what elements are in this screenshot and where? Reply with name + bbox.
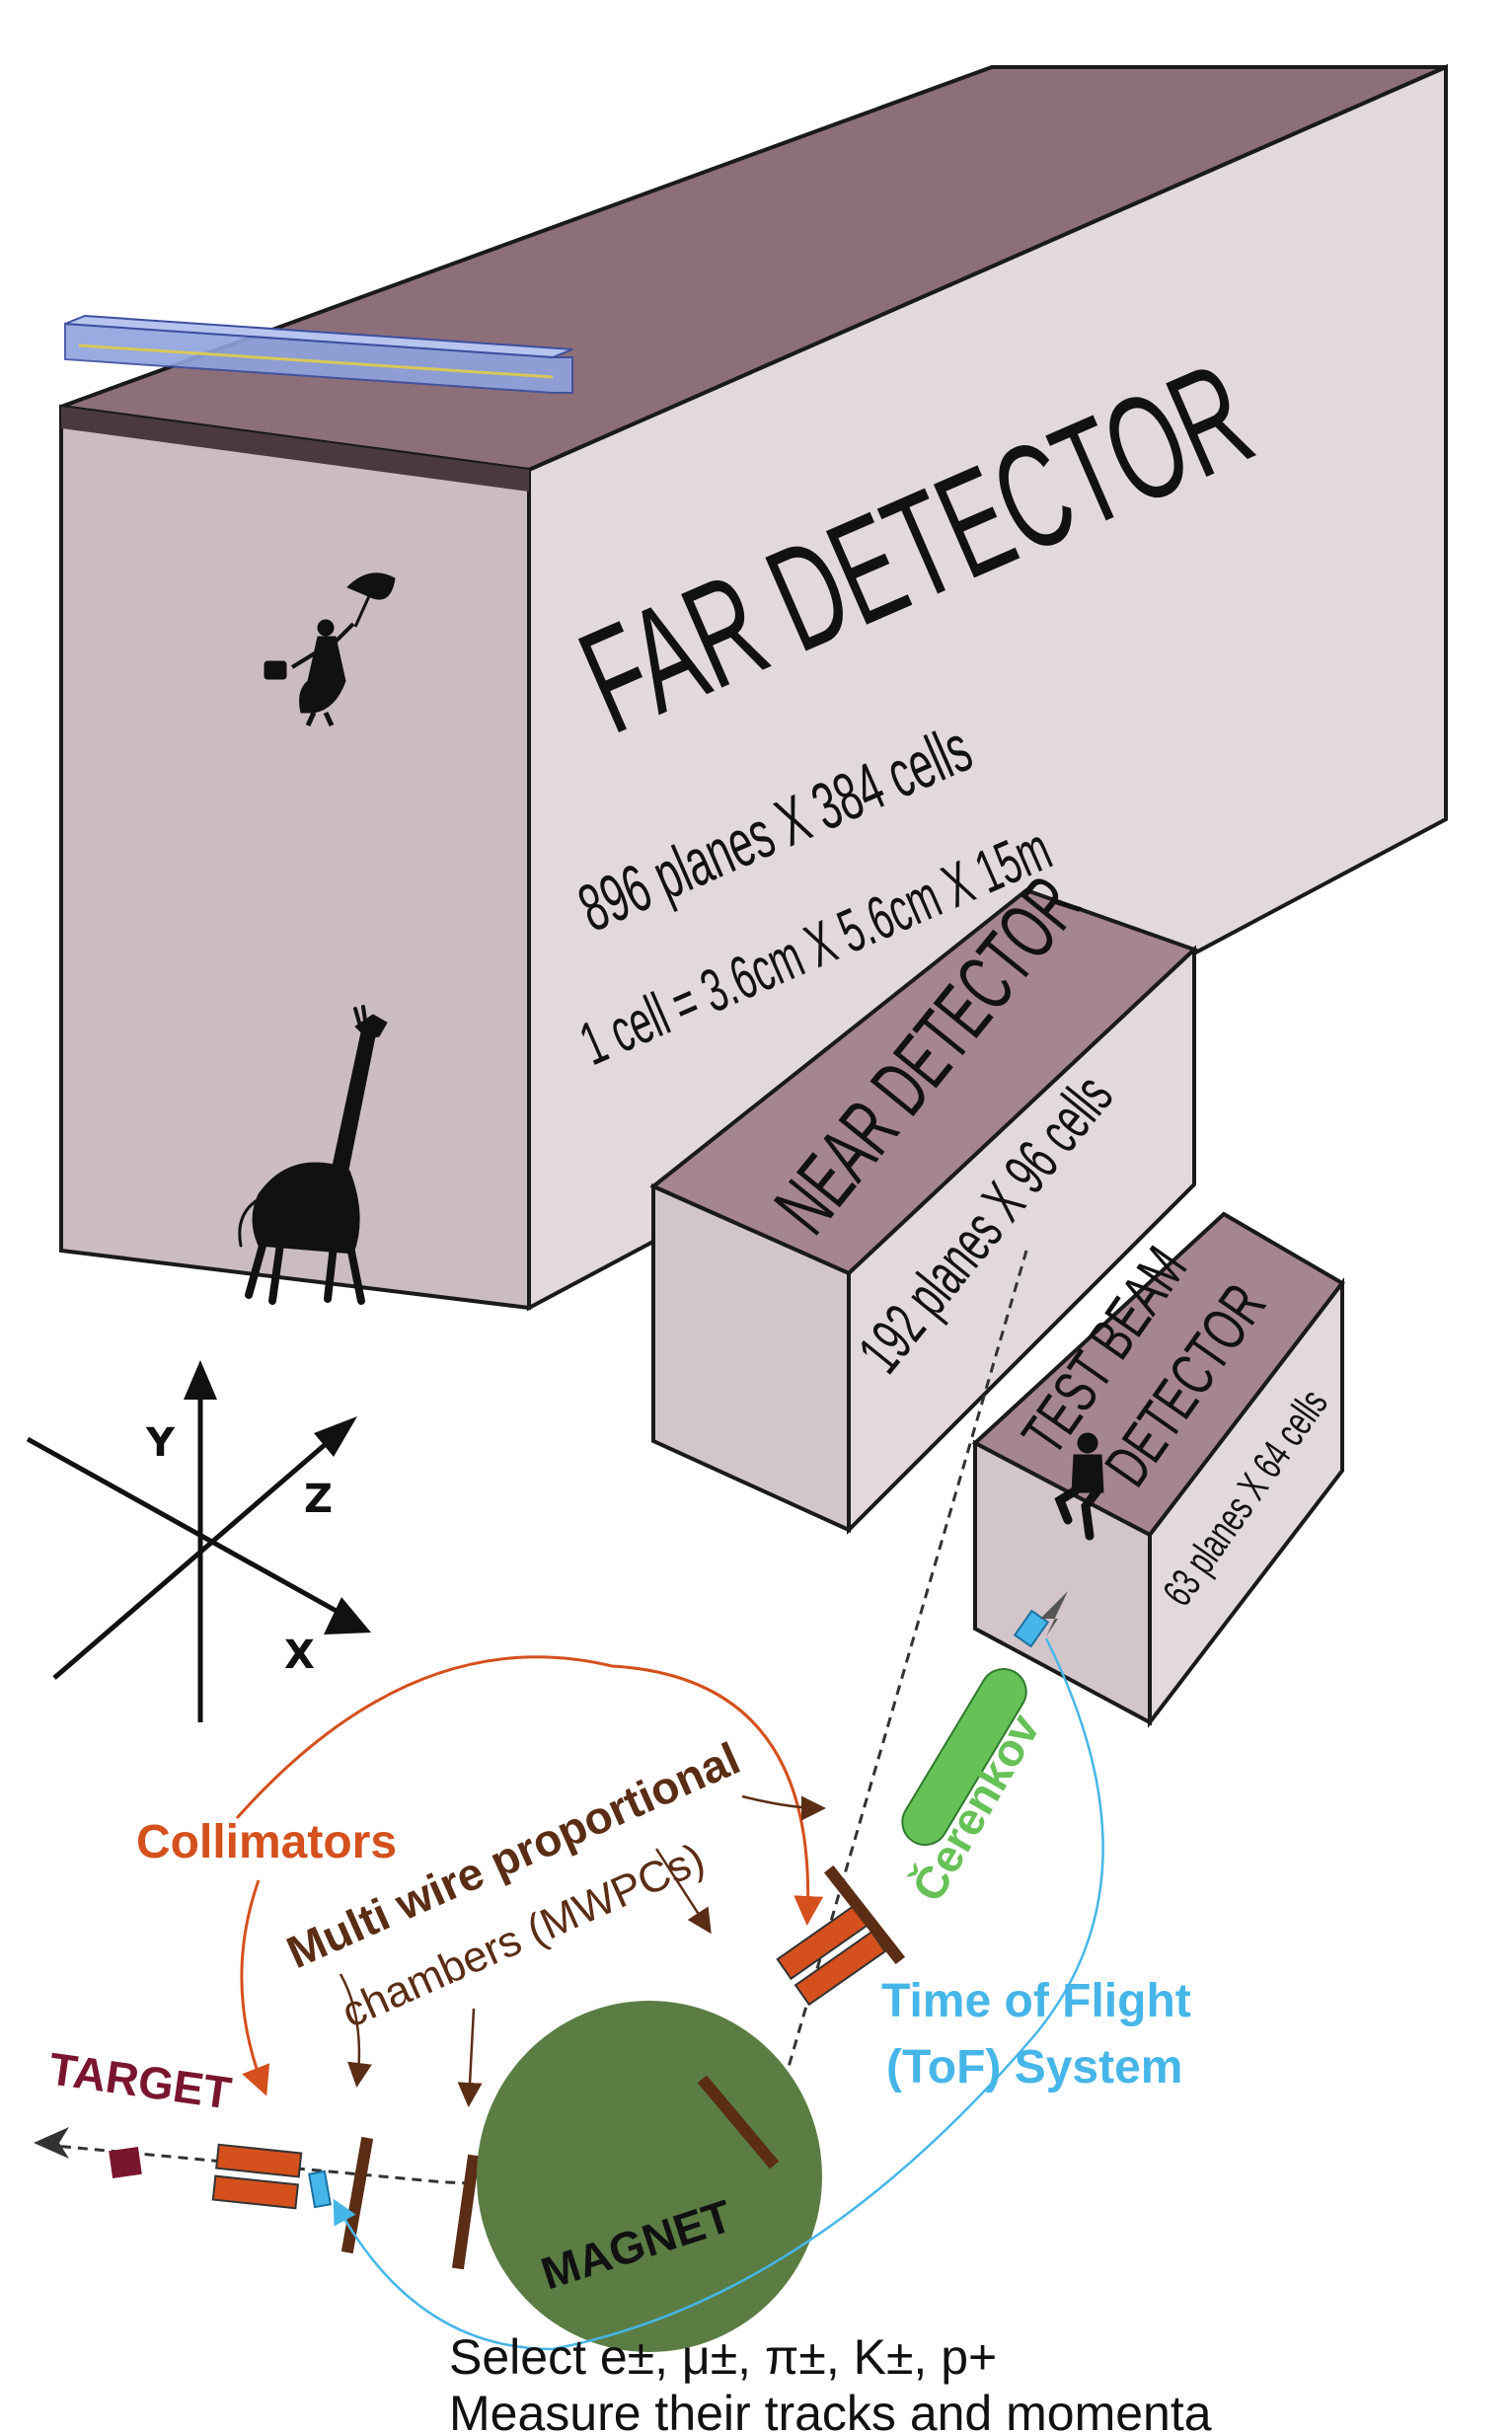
target-label: TARGET — [46, 2042, 235, 2118]
collimators-arrow-top — [235, 1655, 613, 1819]
particle-arrow — [1040, 1591, 1068, 1636]
test-beam-side-face — [1148, 1277, 1344, 1728]
umbrella-person-icon — [264, 572, 396, 727]
mwpc-2 — [451, 2154, 481, 2270]
mwpc-arrow-to-1 — [339, 1973, 372, 2088]
tof-arrow-loop — [333, 1637, 1104, 2351]
mwpc-1 — [340, 2136, 374, 2254]
beamline: MAGNET TARGET Collimators Multi wire pro… — [34, 1250, 1191, 2352]
tof-counter-1 — [308, 2169, 332, 2209]
axis-x-label: X — [284, 1633, 315, 1678]
beam-path-bent — [778, 1250, 1028, 2098]
magnet — [477, 2001, 822, 2352]
mwpc-arrow-to-4 — [741, 1794, 826, 1821]
mwpc-arrow-to-3 — [654, 1848, 712, 1935]
mwpc-arrow-to-2 — [457, 2008, 483, 2107]
collimators-arrow-to-1 — [240, 1879, 270, 2096]
target-block — [109, 2147, 142, 2178]
tof-label-line2: (ToF) System — [886, 2041, 1182, 2093]
mwpc-3 — [697, 2075, 780, 2169]
caption-line2: Measure their tracks and momenta — [449, 2386, 1212, 2435]
far-detector-side-face — [527, 63, 1448, 1312]
coordinate-axes — [26, 1360, 371, 1722]
far-detector-edge — [61, 407, 529, 492]
near-detector-side-face — [847, 945, 1196, 1535]
caption-line1: Select e±, μ±, π±, K±, p+ — [449, 2329, 997, 2385]
cerenkov-counter — [901, 1667, 1027, 1847]
tof-label-line1: Time of Flight — [881, 1975, 1191, 2027]
giraffe-icon — [238, 1005, 388, 1305]
sitting-person-icon — [1054, 1432, 1104, 1541]
axis-y-label: Y — [145, 1420, 176, 1466]
collimators-label: Collimators — [136, 1816, 397, 1868]
beam-entry-arrow — [34, 2127, 69, 2159]
tof-counter-2 — [1013, 1609, 1050, 1648]
collimator-1 — [211, 2143, 303, 2210]
collimators-arrow-to-2 — [611, 1664, 824, 1926]
axis-z-label: Z — [304, 1477, 333, 1522]
mwpc-4 — [823, 1864, 906, 1965]
cell-bar-top — [64, 314, 573, 359]
